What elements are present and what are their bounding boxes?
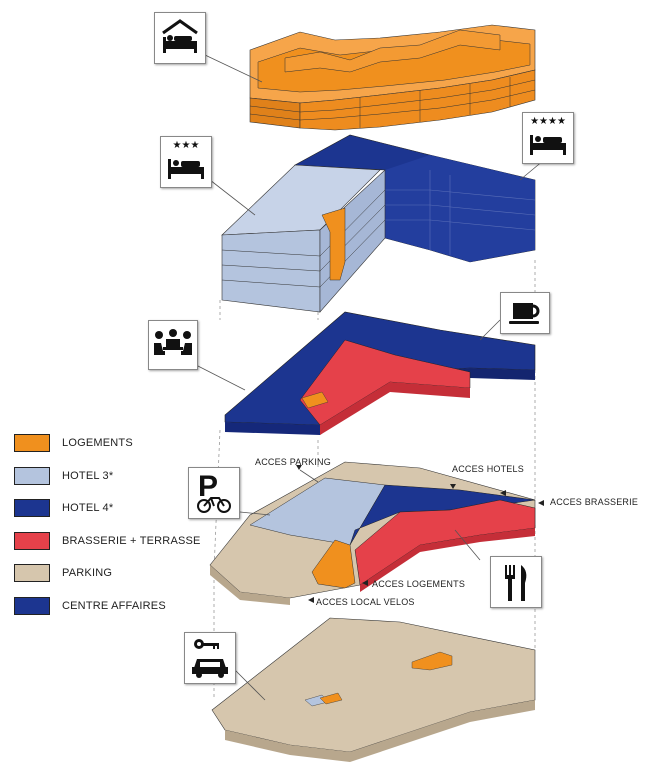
callout-acces-logements: ACCES LOGEMENTS — [372, 579, 466, 589]
coffee-cup-icon — [500, 292, 550, 334]
callout-acces-local-velos: ACCES LOCAL VELOS — [316, 597, 415, 607]
parking-letter: P — [198, 470, 219, 503]
logements-block — [249, 24, 536, 131]
legend-swatch-parking — [14, 564, 50, 582]
legend-swatch-hotel-3 — [14, 466, 50, 485]
legend-label: PARKING — [62, 567, 113, 579]
parking-bike-icon: P — [188, 467, 240, 519]
legend-label: CENTRE AFFAIRES — [62, 599, 166, 612]
callout-arrows — [296, 465, 544, 603]
stars-4: ★★★★ — [530, 116, 566, 127]
meeting-icon — [148, 320, 198, 370]
legend-label: LOGEMENTS — [62, 437, 133, 449]
legend-swatch-logements — [14, 434, 50, 452]
callout-acces-hotels: ACCES HOTELS — [452, 464, 524, 474]
fork-knife-icon — [490, 556, 542, 608]
legend-item: LOGEMENTS — [14, 434, 214, 467]
leader-lines — [195, 54, 551, 701]
legend-label: HOTEL 4* — [62, 502, 114, 514]
brasserie-block — [224, 311, 536, 435]
legend-item: PARKING — [14, 564, 214, 597]
car-key-icon — [184, 632, 236, 684]
hotels-block — [221, 134, 536, 313]
basement-block — [211, 617, 536, 762]
ground-level-block — [209, 461, 536, 605]
legend-item: BRASSERIE + TERRASSE — [14, 531, 214, 565]
legend-swatch-centre-affaires — [14, 596, 50, 615]
callout-acces-parking: ACCES PARKING — [255, 457, 331, 467]
legend-item: HOTEL 3* — [14, 466, 214, 500]
legend-swatch-hotel-4 — [14, 499, 50, 517]
stars-3: ★★★ — [172, 140, 200, 151]
legend-item: HOTEL 4* — [14, 499, 214, 532]
legend: LOGEMENTS HOTEL 3* HOTEL 4* BRASSERIE + … — [14, 434, 214, 629]
bed-3-stars-icon: ★★★ — [160, 136, 212, 188]
callout-acces-brasserie: ACCES BRASSERIE — [550, 497, 639, 507]
legend-label: HOTEL 3* — [62, 469, 114, 482]
legend-swatch-brasserie — [14, 531, 50, 550]
legend-item: CENTRE AFFAIRES — [14, 596, 214, 630]
legend-label: BRASSERIE + TERRASSE — [62, 534, 201, 547]
house-bed-icon — [154, 12, 206, 64]
bed-4-stars-icon: ★★★★ — [522, 112, 574, 164]
